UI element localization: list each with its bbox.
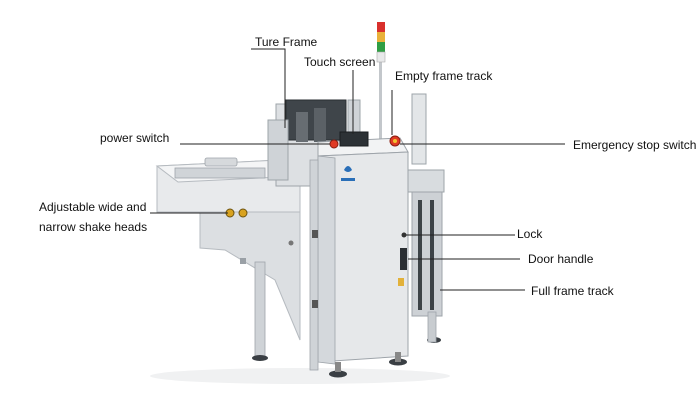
power-switch xyxy=(329,139,339,149)
empty-frame-track xyxy=(411,93,427,165)
label-power-switch: power switch xyxy=(100,131,170,145)
label-emergency-stop-switch: Emergency stop switch xyxy=(573,138,697,152)
label-lock: Lock xyxy=(517,227,543,241)
label-full-frame-track: Full frame track xyxy=(531,284,614,298)
label-adjustable-line1: Adjustable wide and xyxy=(39,200,147,214)
leader-lines xyxy=(150,48,565,291)
main-cabinet xyxy=(309,151,409,371)
leader-ture-frame xyxy=(251,48,286,128)
label-empty-frame-track: Empty frame track xyxy=(395,69,493,83)
top-console xyxy=(317,131,409,157)
label-adjustable-line2: narrow shake heads xyxy=(39,220,148,234)
touch-screen xyxy=(339,131,369,147)
left-conveyor-unit xyxy=(155,157,302,341)
full-frame-track xyxy=(411,191,443,317)
door-handle xyxy=(400,248,407,270)
ground-shadow xyxy=(150,368,450,384)
brand-logo xyxy=(344,166,352,172)
label-touch-screen: Touch screen xyxy=(304,55,376,69)
signal-tower xyxy=(376,22,386,150)
label-door-handle: Door handle xyxy=(528,252,594,266)
top-handle xyxy=(204,157,238,167)
shake-head-knob-2 xyxy=(238,208,248,218)
right-tracks xyxy=(407,93,445,343)
lock xyxy=(401,232,407,238)
label-ture-frame: Ture Frame xyxy=(255,35,318,49)
